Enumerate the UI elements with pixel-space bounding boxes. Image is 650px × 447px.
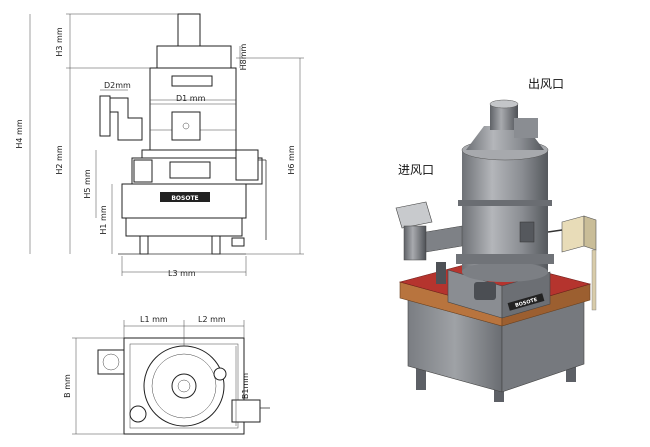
dim-B: B mm — [63, 374, 72, 398]
render-outlet-pipe — [490, 104, 518, 130]
front-leg-right — [211, 235, 221, 255]
front-inlet-elbow — [107, 97, 143, 141]
front-inlet-flange — [99, 95, 111, 137]
render-inlet-funnel — [395, 201, 433, 229]
render-3d: BOSOTE — [395, 99, 597, 402]
label-outlet: 出风口 — [528, 77, 564, 91]
label-inlet: 进风口 — [398, 163, 434, 177]
dim-H6: H6 mm — [287, 145, 296, 174]
dim-L3: L3 mm — [168, 269, 196, 278]
front-gearbox — [169, 161, 211, 179]
front-stand — [125, 217, 243, 237]
top-motor-right — [213, 367, 227, 381]
top-view — [97, 337, 270, 435]
top-inlet — [97, 349, 125, 375]
front-elevation: BOSOTE — [99, 13, 267, 255]
dim-H5: H5 mm — [83, 169, 92, 198]
front-nameplate — [171, 75, 213, 87]
render-outlet-opening — [489, 99, 519, 109]
dim-B1: B1mm — [241, 373, 250, 399]
top-outlet — [171, 373, 197, 399]
top-control-box — [231, 399, 261, 423]
dim-L2: L2 mm — [198, 315, 226, 324]
dim-D2: D2mm — [104, 81, 131, 90]
render-door — [519, 221, 535, 243]
front-control-box — [235, 149, 259, 181]
render-cylinder — [462, 150, 548, 272]
dim-H2: H2 mm — [55, 145, 64, 174]
render-motor — [474, 282, 496, 300]
render-band — [458, 200, 552, 206]
dim-L1: L1 mm — [140, 315, 168, 324]
front-outlet-pipe — [177, 13, 201, 47]
render-control-cabinet — [561, 215, 585, 253]
render-inlet-pipe — [403, 225, 427, 261]
front-band — [141, 149, 247, 159]
front-brand-plate — [160, 192, 210, 202]
dim-H4: H4 mm — [15, 119, 24, 148]
render-cylinder-bottom — [462, 262, 548, 282]
render-lower-band — [456, 254, 554, 264]
top-dimensions: L1 mm L2 mm B mm B1mm — [63, 315, 250, 435]
front-dimensions: H3 mm H4 mm H2 mm H5 mm H1 mm H8mm H6 mm… — [15, 13, 304, 278]
render-leg-left — [416, 350, 426, 390]
front-brand-text: BOSOTE — [171, 195, 198, 202]
render-inlet-duct — [425, 225, 463, 253]
front-valve — [231, 237, 245, 247]
front-inspection-door — [171, 111, 201, 141]
render-bearing — [436, 262, 446, 284]
dim-D1: D1 mm — [176, 94, 206, 103]
front-motor — [133, 159, 153, 183]
front-leg-left — [139, 235, 149, 255]
front-outlet-box — [156, 45, 232, 69]
dim-H8: H8mm — [239, 43, 248, 70]
top-motor-left — [129, 405, 147, 423]
render-outlet-box — [514, 118, 538, 138]
render-cabinet-pole — [591, 249, 597, 311]
dim-H3: H3 mm — [55, 27, 64, 56]
render-brand-plate — [507, 293, 545, 311]
dim-H1: H1 mm — [99, 205, 108, 234]
